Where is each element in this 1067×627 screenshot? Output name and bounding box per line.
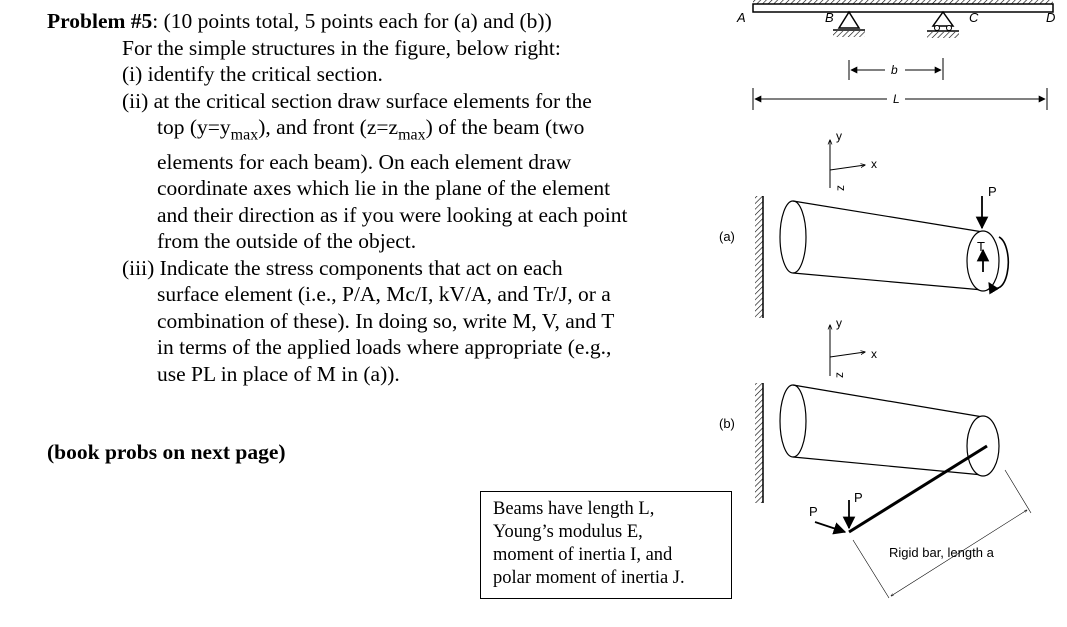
- axis-z-a: z: [833, 185, 847, 191]
- top-beam: [752, 3, 1054, 13]
- item-ii-line3: elements for each beam). On each element…: [157, 149, 572, 174]
- item-iii-line4: in terms of the applied loads where appr…: [157, 335, 612, 360]
- wall-b-hatch: [755, 383, 763, 503]
- label-d: D: [1046, 10, 1055, 25]
- item-iii-line1: (iii) Indicate the stress components tha…: [122, 255, 563, 280]
- label-dim-l: L: [893, 92, 900, 106]
- item-iii-line2: surface element (i.e., P/A, Mc/I, kV/A, …: [157, 282, 611, 307]
- item-ii-line4: coordinate axes which lie in the plane o…: [157, 176, 611, 201]
- load-p-a: P: [988, 184, 997, 199]
- problem-text: Problem #5: (10 points total, 5 points e…: [47, 8, 717, 387]
- axis-x-b: x: [871, 347, 877, 361]
- problem-heading-line: Problem #5: (10 points total, 5 points e…: [47, 8, 717, 35]
- axis-z-b: z: [832, 372, 846, 378]
- note-line-3: moment of inertia I, and: [493, 545, 673, 565]
- problem-heading: Problem #5: [47, 9, 153, 33]
- item-ii-line2: top (y=ymax), and front (z=zmax) of the …: [47, 114, 717, 149]
- label-part-a: (a): [719, 229, 735, 244]
- beam-b-diagram: (b) y x z P P Rigid bar, length a: [719, 316, 1032, 599]
- figure: A B C D b L (a) y x z P: [715, 0, 1067, 627]
- axis-y-b: y: [836, 316, 842, 330]
- torque-t-a: T: [977, 239, 985, 254]
- rigid-bar-label: Rigid bar, length a: [889, 545, 995, 560]
- item-ii-sub-2: max: [398, 126, 426, 144]
- item-ii-line5: and their direction as if you were looki…: [157, 202, 628, 227]
- axis-y-a: y: [836, 129, 842, 143]
- problem-points: : (10 points total, 5 points each for (a…: [152, 9, 552, 33]
- figure-svg: A B C D b L (a) y x z P: [719, 0, 1055, 599]
- support-c-icon: [931, 10, 955, 27]
- label-part-b: (b): [719, 416, 735, 431]
- item-iii-line3: combination of these). In doing so, writ…: [157, 308, 615, 333]
- label-b: B: [825, 10, 834, 25]
- problem-intro: For the simple structures in the figure,…: [122, 35, 561, 60]
- item-iii-line5: use PL in place of M in (a)).: [157, 361, 400, 386]
- load-p-b-horizontal: P: [809, 504, 818, 519]
- label-dim-b: b: [891, 63, 898, 77]
- note-line-1: Beams have length L,: [493, 499, 655, 519]
- top-beam-diagram: A B C D b L: [736, 0, 1055, 110]
- beam-properties-box: Beams have length L, Young’s modulus E, …: [480, 491, 732, 599]
- item-ii-sub-1: max: [230, 126, 259, 144]
- rigid-bar: [848, 444, 988, 534]
- item-ii-text-3: ) of the beam (two: [425, 115, 585, 139]
- load-p-b-vertical: P: [854, 490, 863, 505]
- label-c: C: [969, 10, 979, 25]
- beam-b-end: [966, 415, 1000, 477]
- item-i: (i) identify the critical section.: [122, 62, 383, 86]
- wall-a-hatch: [755, 196, 763, 318]
- next-page-note: (book probs on next page): [47, 440, 286, 464]
- beam-a-diagram: (a) y x z P T: [719, 129, 1010, 318]
- note-line-4: polar moment of inertia J.: [493, 568, 685, 588]
- item-ii-line1: (ii) at the critical section draw surfac…: [122, 88, 592, 113]
- item-ii-text-2: ), and front (z=z: [258, 115, 399, 139]
- item-ii-line6: from the outside of the object.: [157, 229, 417, 254]
- item-ii-text-1: top (y=y: [157, 115, 231, 139]
- note-line-2: Young’s modulus E,: [493, 522, 643, 542]
- support-b-icon: [837, 10, 861, 29]
- axis-x-a: x: [871, 157, 877, 171]
- label-a: A: [736, 10, 746, 25]
